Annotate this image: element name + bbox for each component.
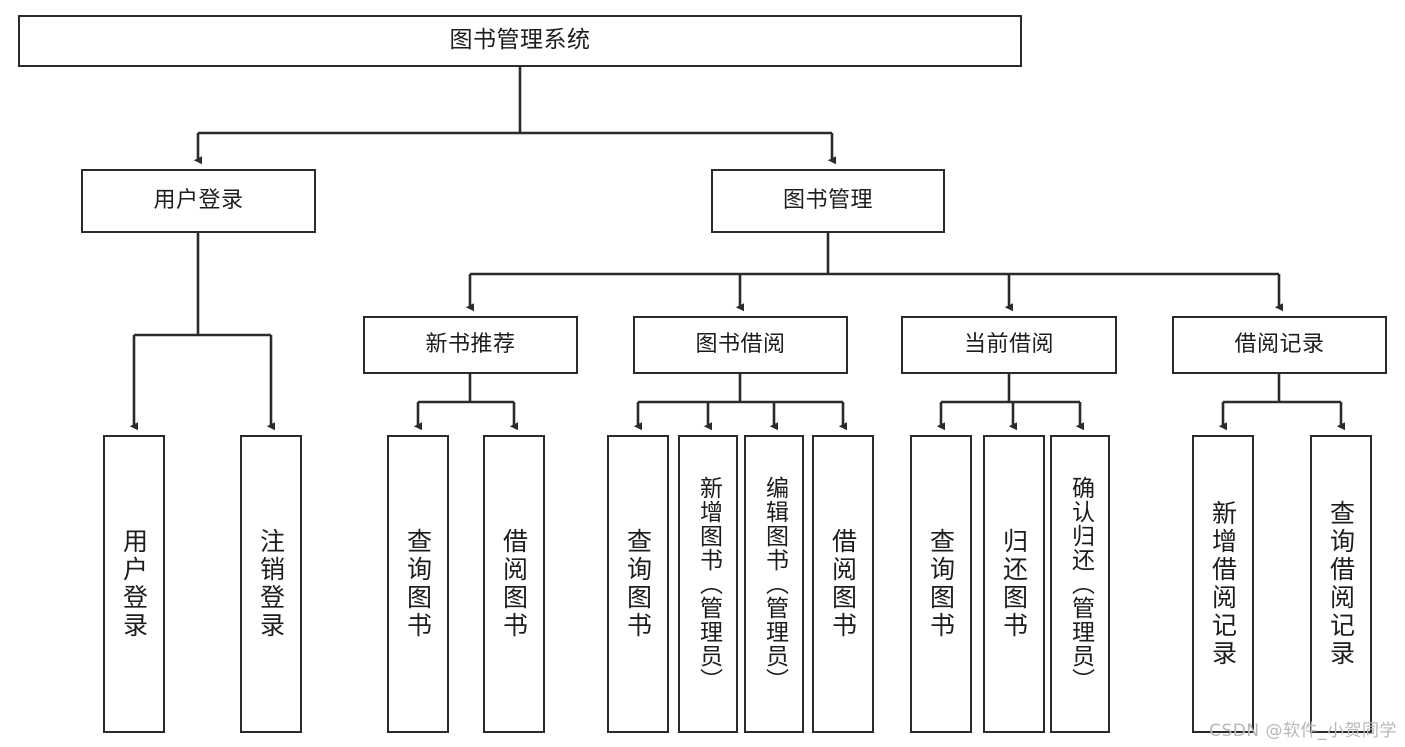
node-label: 用户登录 bbox=[153, 188, 244, 214]
node-user-login[interactable]: 用户登录 bbox=[81, 169, 316, 233]
node-book-borrow[interactable]: 图书借阅 bbox=[633, 316, 848, 374]
watermark-text: CSDN @软件_小贺同学 bbox=[1209, 721, 1397, 741]
node-label: 归还图书 bbox=[999, 528, 1029, 640]
node-label: 新增借阅记录 bbox=[1208, 500, 1238, 668]
node-leaf-query-book-recommend[interactable]: 查询图书 bbox=[387, 435, 449, 733]
node-leaf-borrow-book[interactable]: 借阅图书 bbox=[812, 435, 874, 733]
node-label: 借阅图书 bbox=[499, 528, 529, 640]
node-label: 新增图书（管理员） bbox=[695, 476, 722, 692]
node-leaf-confirm-return-admin[interactable]: 确认归还（管理员） bbox=[1050, 435, 1110, 733]
node-borrow-record[interactable]: 借阅记录 bbox=[1172, 316, 1387, 374]
node-leaf-user-login[interactable]: 用户登录 bbox=[103, 435, 165, 733]
node-leaf-return-book[interactable]: 归还图书 bbox=[983, 435, 1045, 733]
node-label: 当前借阅 bbox=[963, 332, 1054, 358]
node-leaf-edit-book-admin[interactable]: 编辑图书（管理员） bbox=[744, 435, 804, 733]
node-label: 查询图书 bbox=[403, 528, 433, 640]
node-label: 注销登录 bbox=[256, 528, 286, 640]
node-label: 图书管理 bbox=[782, 188, 873, 214]
node-new-book-recommend[interactable]: 新书推荐 bbox=[363, 316, 578, 374]
node-label: 查询图书 bbox=[926, 528, 956, 640]
node-label: 借阅记录 bbox=[1234, 332, 1325, 358]
node-book-manage[interactable]: 图书管理 bbox=[711, 169, 945, 233]
node-label: 新书推荐 bbox=[425, 332, 516, 358]
node-leaf-logout[interactable]: 注销登录 bbox=[240, 435, 302, 733]
node-leaf-borrow-book-recommend[interactable]: 借阅图书 bbox=[483, 435, 545, 733]
node-leaf-query-book-current[interactable]: 查询图书 bbox=[910, 435, 972, 733]
node-leaf-query-book-borrow[interactable]: 查询图书 bbox=[607, 435, 669, 733]
node-label: 图书借阅 bbox=[695, 332, 786, 358]
node-label: 查询借阅记录 bbox=[1326, 500, 1356, 668]
node-leaf-add-book-admin[interactable]: 新增图书（管理员） bbox=[678, 435, 738, 733]
node-label: 编辑图书（管理员） bbox=[761, 476, 788, 692]
node-leaf-query-borrow-record[interactable]: 查询借阅记录 bbox=[1310, 435, 1372, 733]
node-label: 借阅图书 bbox=[828, 528, 858, 640]
node-label: 用户登录 bbox=[119, 528, 149, 640]
node-label: 图书管理系统 bbox=[449, 27, 591, 54]
node-current-borrow[interactable]: 当前借阅 bbox=[901, 316, 1117, 374]
node-leaf-add-borrow-record[interactable]: 新增借阅记录 bbox=[1192, 435, 1254, 733]
node-label: 确认归还（管理员） bbox=[1067, 476, 1094, 692]
node-root-system[interactable]: 图书管理系统 bbox=[18, 15, 1022, 67]
node-label: 查询图书 bbox=[623, 528, 653, 640]
